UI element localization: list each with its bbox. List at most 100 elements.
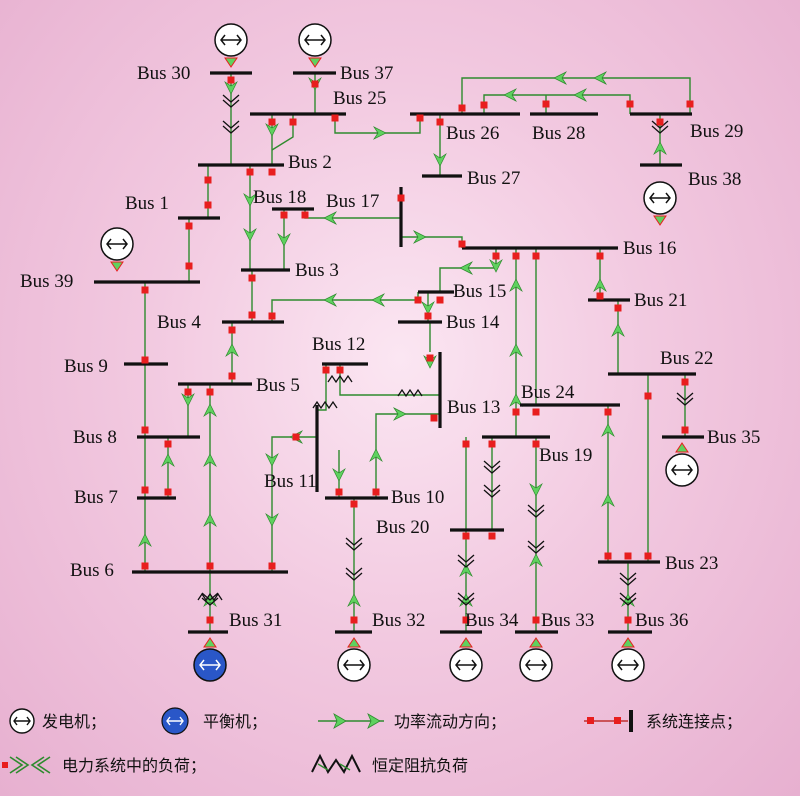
flow-arrow xyxy=(243,227,257,242)
flow-arrow xyxy=(161,453,175,468)
flow-arrow xyxy=(653,141,667,156)
connection-point xyxy=(624,552,632,560)
label-bus-38: Bus 38 xyxy=(688,169,741,190)
branch-line xyxy=(339,364,440,396)
connection-point xyxy=(416,114,424,122)
connection-point xyxy=(336,366,344,374)
connection-point xyxy=(532,440,540,448)
connection-point xyxy=(436,118,444,126)
load-symbol xyxy=(619,592,637,606)
label-bus-19: Bus 19 xyxy=(539,445,592,466)
connection-point xyxy=(268,168,276,176)
branch-line xyxy=(271,436,317,572)
label-bus-15: Bus 15 xyxy=(453,281,506,302)
load-symbol xyxy=(483,484,501,498)
connection-point xyxy=(462,616,470,624)
branch-line xyxy=(461,77,691,114)
branch-line xyxy=(483,94,631,114)
legend-flow-icon xyxy=(318,713,384,729)
flow-arrow xyxy=(459,563,473,578)
branch-line xyxy=(317,364,327,411)
connection-point xyxy=(596,252,604,260)
connection-point xyxy=(204,201,212,209)
connection-point xyxy=(488,532,496,540)
flow-arrow xyxy=(601,423,615,438)
flow-arrow xyxy=(412,230,427,244)
label-bus-12: Bus 12 xyxy=(312,334,365,355)
load-symbol xyxy=(619,572,637,586)
flow-arrow xyxy=(225,343,239,358)
branch-lines xyxy=(144,73,691,632)
connection-point xyxy=(206,388,214,396)
connection-point xyxy=(512,252,520,260)
connection-point xyxy=(185,222,193,230)
connection-point xyxy=(596,292,604,300)
legend-flow-text: 功率流动方向； xyxy=(394,712,506,731)
branch-line xyxy=(271,292,419,322)
flow-arrow xyxy=(265,512,279,527)
load-symbol xyxy=(345,567,363,581)
connection-point xyxy=(430,414,438,422)
connection-point xyxy=(311,80,319,88)
legend-generator-text: 发电机； xyxy=(42,712,106,731)
generators xyxy=(100,23,699,682)
label-bus-23: Bus 23 xyxy=(665,553,718,574)
legend-node-icon xyxy=(584,710,633,732)
connection-point xyxy=(414,296,422,304)
connection-point xyxy=(227,76,235,84)
label-bus-32: Bus 32 xyxy=(372,610,425,631)
connection-point xyxy=(542,100,550,108)
flow-arrow xyxy=(372,126,387,140)
connection-point xyxy=(164,440,172,448)
label-bus-21: Bus 21 xyxy=(634,290,687,311)
connection-point xyxy=(141,486,149,494)
legend-slack-text: 平衡机； xyxy=(203,712,267,731)
label-bus-5: Bus 5 xyxy=(256,375,300,396)
connection-point xyxy=(614,304,622,312)
label-bus-24: Bus 24 xyxy=(521,382,575,403)
connection-point xyxy=(532,616,540,624)
connection-point xyxy=(462,440,470,448)
connection-point xyxy=(301,211,309,219)
connection-point xyxy=(644,552,652,560)
connection-point xyxy=(184,388,192,396)
flow-arrow xyxy=(433,152,447,167)
flow-arrow xyxy=(347,593,361,608)
connection-point xyxy=(480,101,488,109)
branch-line xyxy=(375,413,440,498)
connection-point xyxy=(604,552,612,560)
connection-point xyxy=(488,440,496,448)
label-bus-16: Bus 16 xyxy=(623,238,676,259)
label-bus-36: Bus 36 xyxy=(635,610,688,631)
connection-points xyxy=(141,76,694,624)
flow-arrow xyxy=(181,392,195,407)
generator-icon xyxy=(643,181,677,226)
flow-arrow xyxy=(553,71,568,85)
connection-point xyxy=(626,100,634,108)
connection-point xyxy=(372,488,380,496)
connection-point xyxy=(656,118,664,126)
connection-point xyxy=(426,354,434,362)
label-bus-10: Bus 10 xyxy=(391,487,444,508)
flow-arrow xyxy=(529,553,543,568)
load-symbol xyxy=(457,554,475,568)
flow-arrow xyxy=(265,452,279,467)
label-bus-18: Bus 18 xyxy=(253,187,306,208)
label-bus-7: Bus 7 xyxy=(74,487,118,508)
load-symbol xyxy=(345,537,363,551)
connection-point xyxy=(292,433,300,441)
connection-point xyxy=(185,262,193,270)
flow-arrow xyxy=(573,88,588,102)
connection-point xyxy=(644,392,652,400)
connection-point xyxy=(681,426,689,434)
connection-point xyxy=(331,114,339,122)
legend-impedance-text: 恒定阻抗负荷 xyxy=(372,756,468,775)
label-bus-14: Bus 14 xyxy=(446,312,500,333)
legend-generator-icon xyxy=(9,708,35,734)
label-bus-20: Bus 20 xyxy=(376,517,429,538)
flow-arrow xyxy=(459,261,474,275)
connection-point xyxy=(681,378,689,386)
label-bus-34: Bus 34 xyxy=(465,610,519,631)
branch-line xyxy=(334,114,421,134)
